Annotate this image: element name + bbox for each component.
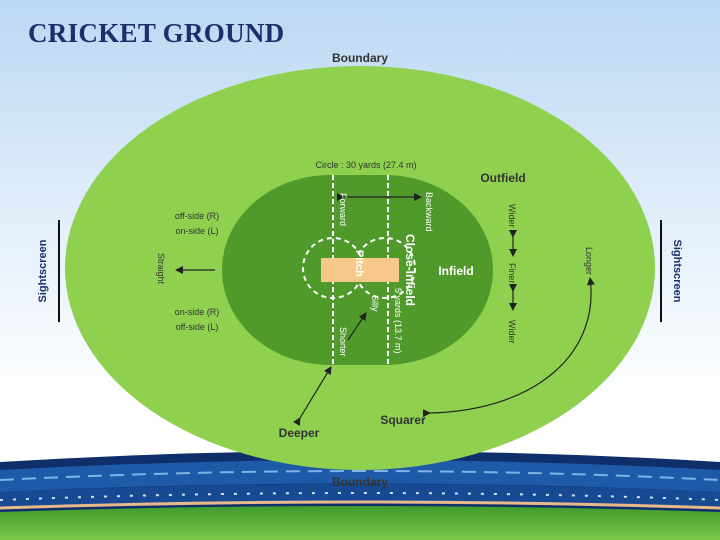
close-infield-label: Close-Infield bbox=[403, 234, 417, 306]
boundary-top-label: Boundary bbox=[332, 51, 388, 65]
five-yards-label: 5 yards (13.7 m) bbox=[393, 288, 403, 354]
off-side-r-top-label: off-side (R) bbox=[175, 211, 219, 221]
straight-label: Straight bbox=[156, 253, 166, 285]
deeper-label: Deeper bbox=[279, 426, 320, 440]
squarer-longer-arrow bbox=[422, 277, 595, 418]
backward-label: Backward bbox=[424, 192, 434, 232]
pitch-strip bbox=[321, 258, 399, 282]
circle-label: Circle : 30 yards (27.4 m) bbox=[315, 160, 416, 170]
outfield-label: Outfield bbox=[480, 171, 525, 185]
silly-arrow bbox=[347, 312, 367, 341]
pitch-label: Pitch bbox=[353, 250, 365, 277]
longer-label: Longer bbox=[584, 247, 594, 275]
on-side-l-top-label: on-side (L) bbox=[175, 226, 218, 236]
infield-label: Infield bbox=[438, 264, 473, 278]
shorter-label: Shorter bbox=[338, 327, 348, 357]
stadium-stands bbox=[0, 451, 720, 540]
page-title: CRICKET GROUND bbox=[28, 18, 285, 48]
squarer-label: Squarer bbox=[380, 413, 426, 427]
wider-top-label: Wider bbox=[507, 204, 517, 228]
on-side-r-bottom-label: on-side (R) bbox=[175, 307, 220, 317]
sightscreen-right-label: Sightscreen bbox=[671, 240, 683, 303]
deeper-arrow bbox=[292, 366, 332, 427]
boundary-bottom-label: Boundary bbox=[332, 475, 388, 489]
silly-label: Silly bbox=[370, 295, 380, 312]
forward-label: Forward bbox=[338, 193, 348, 226]
finer-label: Finer bbox=[507, 263, 517, 284]
sightscreen-left-label: Sightscreen bbox=[37, 239, 49, 302]
off-side-l-bottom-label: off-side (L) bbox=[176, 322, 219, 332]
wider-bottom-label: Wider bbox=[507, 320, 517, 344]
